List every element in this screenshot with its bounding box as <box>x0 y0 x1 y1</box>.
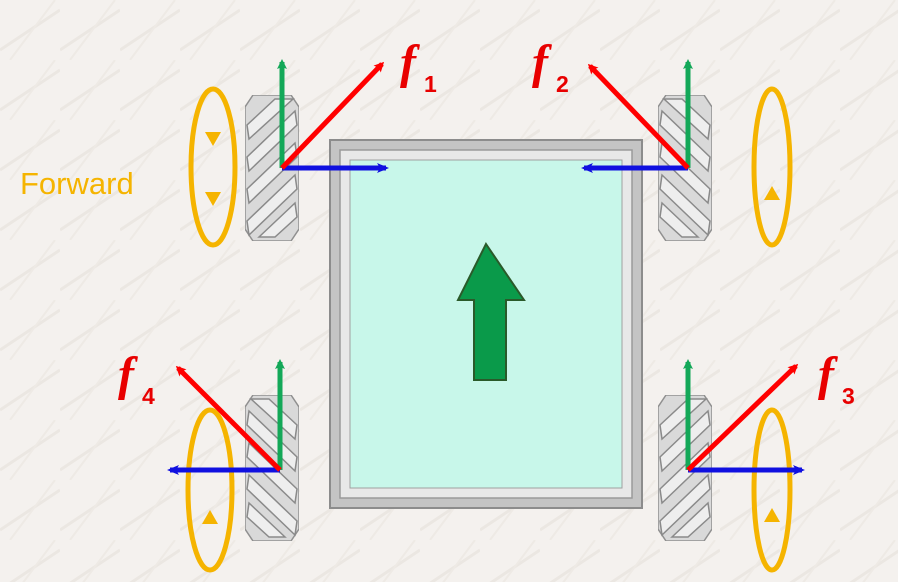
rotation-arrowhead-4 <box>202 510 218 524</box>
rotation-arrowhead-1b <box>205 132 221 146</box>
force-label-4-letter: f <box>118 348 138 401</box>
force-label-1-index: 1 <box>424 71 437 97</box>
rotation-label: Forward <box>20 166 134 201</box>
force-label-2: f 2 <box>532 36 569 97</box>
robot-body <box>329 139 643 509</box>
force-label-3-index: 3 <box>842 383 855 409</box>
rotation-arrow-3 <box>751 407 793 573</box>
force-label-1-letter: f <box>400 36 420 89</box>
force-label-1: f 1 <box>400 36 437 97</box>
force-vector-3 <box>686 363 799 472</box>
wheel-1 <box>188 59 389 248</box>
rotation-arrow-2 <box>751 86 793 248</box>
rotation-arrow-4 <box>185 407 235 573</box>
force-label-3-letter: f <box>818 348 838 401</box>
wheel-2 <box>581 59 793 248</box>
rotation-arrow-1 <box>188 86 238 248</box>
rotation-arrowhead-2 <box>764 186 780 200</box>
force-label-3: f 3 <box>818 348 855 409</box>
force-label-4-index: 4 <box>142 383 155 409</box>
rotation-arrowhead-3 <box>764 508 780 522</box>
force-vector-1 <box>280 61 385 170</box>
up-arrow-icon <box>456 242 526 381</box>
force-label-2-letter: f <box>532 36 552 89</box>
force-vector-4 <box>175 365 282 472</box>
wheel-3 <box>658 359 805 573</box>
force-label-2-index: 2 <box>556 71 569 97</box>
force-vector-2 <box>587 63 690 170</box>
rotation-arrowhead-1 <box>205 192 221 206</box>
force-label-4: f 4 <box>118 348 155 409</box>
wheel-4 <box>167 359 299 573</box>
